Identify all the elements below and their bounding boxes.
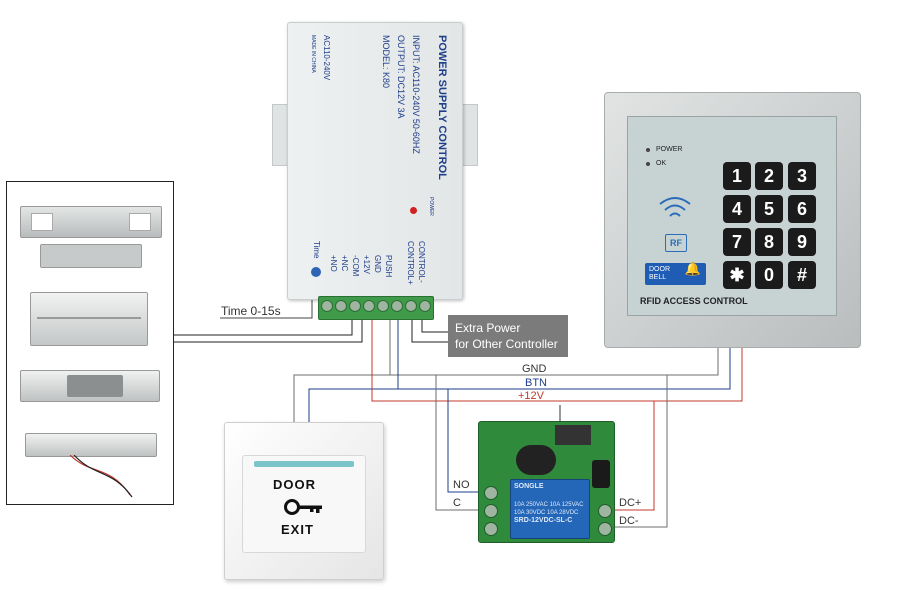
power-supply: POWER SUPPLY CONTROL INPUT: AC110-240V 5… [287,22,463,300]
relay-switch: SONGLE 10A 250VAC 10A 125VAC 10A 30VDC 1… [510,479,590,539]
wire-gnd-exit [293,374,390,422]
extra-power-line1: Extra Power [455,321,521,335]
psu-ac: AC110-240V [322,35,331,81]
relay-screw-1 [484,486,498,500]
key-1[interactable]: 1 [723,162,751,190]
relay-c-label: C [453,497,461,509]
wire-relay-dcplus [606,401,655,511]
terminal-label-push: PUSH [384,255,393,278]
plus12v-label: +12V [518,390,544,402]
key-9[interactable]: 9 [788,228,816,256]
terminal-label-control-minus: CONTROL- [417,241,426,283]
psu-output: OUTPUT: DC12V 3A [396,35,406,119]
time-range-label: Time 0-15s [221,304,281,318]
extra-power-line2: for Other Controller [455,337,558,351]
relay-dcminus-label: DC- [619,515,639,527]
keypad-footer: RFID ACCESS CONTROL [640,296,748,306]
terminal-label-gnd: GND [373,255,382,273]
psu-made-in: MADE IN CHINA [310,35,316,73]
exit-button-strip [254,461,354,467]
extra-power-box: Extra Power for Other Controller [448,315,568,357]
keypad-power-label: POWER [656,146,683,153]
terminal-label-com: -COM [351,255,360,277]
key-5[interactable]: 5 [755,195,783,223]
relay-no-label: NO [453,479,470,491]
exit-button[interactable] [242,455,366,553]
psu-model: MODEL: K80 [381,35,391,89]
btn-label: BTN [525,377,547,389]
key-0[interactable]: 0 [755,261,783,289]
relay-screw-4 [598,504,612,518]
key-icon [284,499,322,515]
psu-power-label: POWER [428,197,434,216]
relay-screw-2 [484,504,498,518]
terminal-label-no: +NO [329,255,338,272]
wire-lock-com [174,318,363,343]
wire-btn [397,318,731,390]
relay-capacitor [592,460,610,488]
wire-relay-no [447,389,484,493]
relay-dcplus-label: DC+ [619,497,642,509]
key-7[interactable]: 7 [723,228,751,256]
terminal-label-control-plus: CONTROL+ [406,241,415,285]
doorbell-line2: BELL [649,274,667,281]
terminal-label-12v: +12V [362,255,371,274]
relay-screw-5 [598,522,612,536]
bolt-lock [30,292,148,346]
doorbell-button[interactable]: DOOR BELL 🔔 [645,261,706,285]
magnetic-lock-plate [40,244,142,268]
wire-lock-no [174,318,353,336]
bell-icon: 🔔 [684,261,701,276]
keypad-ok-label: OK [656,160,667,167]
key-2[interactable]: 2 [755,162,783,190]
relay-brand: SONGLE [514,483,544,490]
key-star[interactable]: ✱ [723,261,751,289]
time-potentiometer[interactable] [311,267,321,277]
rf-badge: RF [665,234,687,252]
psu-time-label: Time [312,241,321,259]
relay-spec2: 10A 30VDC 10A 28VDC [514,510,579,516]
exit-exit-text: EXIT [281,522,314,537]
key-hash[interactable]: # [788,261,816,289]
wire-12v [371,318,743,402]
key-6[interactable]: 6 [788,195,816,223]
wire-relay-dcminus [606,375,668,528]
relay-coil [516,445,556,475]
lock-cable [69,455,133,498]
wire-extra-power-1 [411,318,448,343]
relay-chip [555,425,591,445]
relay-screw-3 [484,522,498,536]
key-4[interactable]: 4 [723,195,751,223]
strike-lock [20,370,160,402]
gnd-label: GND [522,363,547,375]
wire-relay-c [435,375,484,511]
wire-btn-exit [308,388,398,422]
wire-gnd [389,318,719,376]
relay-model: SRD-12VDC-SL-C [514,517,573,524]
rf-signal-icon [659,197,691,217]
relay-spec1: 10A 250VAC 10A 125VAC [514,502,584,508]
cabinet-lock [25,433,157,457]
terminal-label-nc: +NC [340,255,349,272]
power-led [410,207,417,214]
psu-input: INPUT: AC110-240V 50-60HZ [411,35,421,154]
magnetic-lock [20,206,162,238]
doorbell-line1: DOOR [649,266,670,273]
key-8[interactable]: 8 [755,228,783,256]
exit-door-text: DOOR [273,477,316,492]
psu-terminal-block [318,296,434,320]
key-3[interactable]: 3 [788,162,816,190]
psu-title: POWER SUPPLY CONTROL [436,35,448,180]
wire-extra-power-2 [421,318,448,333]
